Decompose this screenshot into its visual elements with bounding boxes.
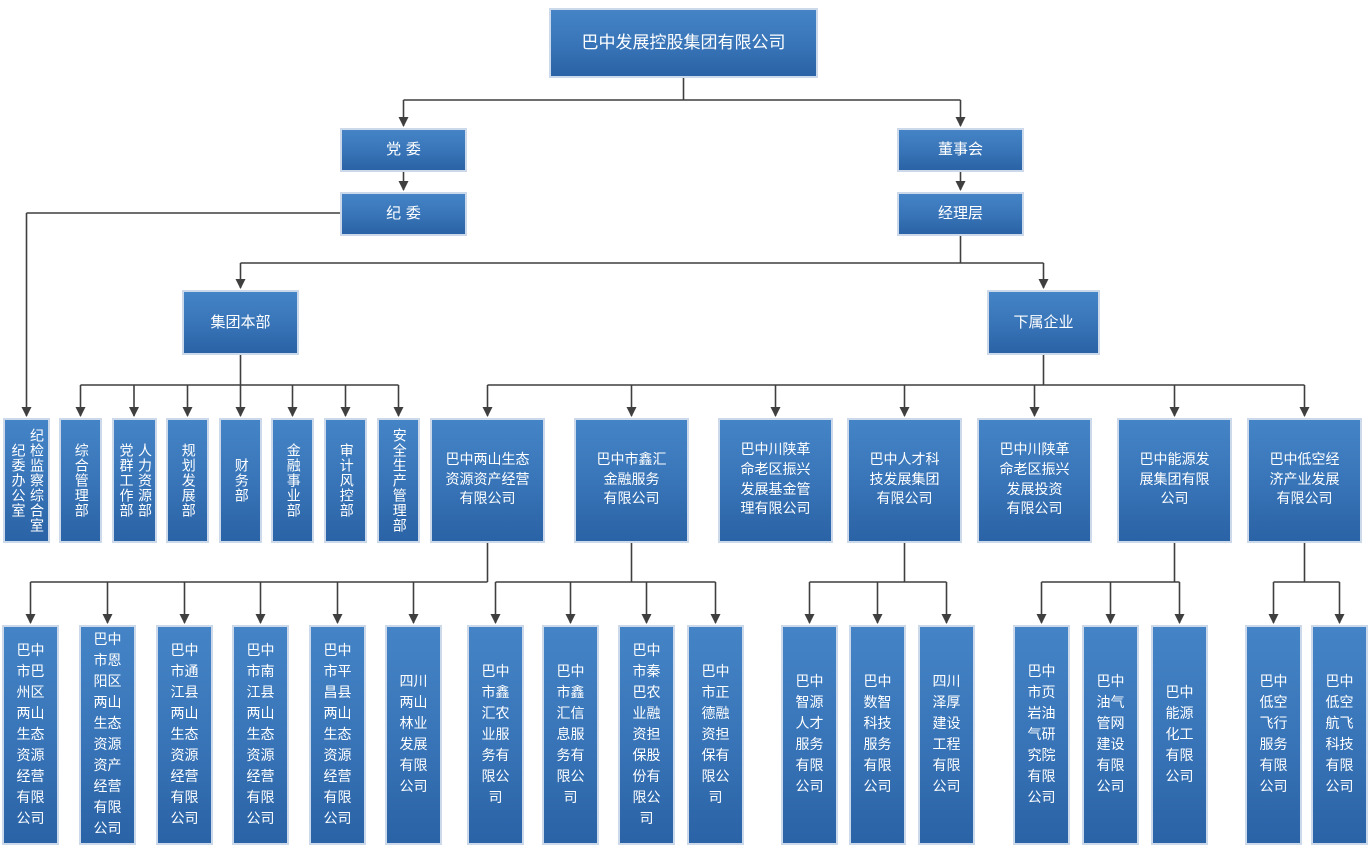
- sub-xinhui-agriculture: 巴中市鑫汇农业服务有限公司: [467, 625, 524, 845]
- sub-label: 巴中市正德融资担保有限公司: [701, 663, 730, 806]
- sub-zhiyuan-talent: 巴中智源人才服务有限公司: [781, 625, 838, 845]
- dept-hr-party-affairs: 人力资源部 党群工作部: [112, 418, 157, 543]
- sub-low-altitude-flight-services: 巴中低空飞行服务有限公司: [1245, 625, 1302, 845]
- sub-pingchang-eco: 巴中市平昌县两山生态资源经营有限公司: [309, 625, 366, 845]
- company-energy-development-group: 巴中能源发 展集团有限 公司: [1117, 418, 1232, 543]
- node-discipline-committee: 纪 委: [340, 192, 467, 236]
- discipline-label: 纪 委: [386, 204, 421, 223]
- company-talent-tech-group: 巴中人才科 技发展集团 有限公司: [847, 418, 962, 543]
- dept-safety-production: 安全生产管理部: [377, 418, 420, 543]
- dept-planning-development: 规划发展部: [166, 418, 209, 543]
- sub-label: 巴中市鑫汇信息服务有限公司: [556, 663, 585, 806]
- dept-finance: 财务部: [219, 418, 262, 543]
- sub-nanjiang-eco: 巴中市南江县两山生态资源经营有限公司: [232, 625, 289, 845]
- sub-qinba-guarantee: 巴中市秦巴农业融资担保股份有限公司: [618, 625, 675, 845]
- sub-label: 巴中市秦巴农业融资担保股份有限公司: [632, 642, 661, 827]
- sub-label: 巴中市南江县两山生态资源经营有限公司: [246, 642, 275, 827]
- company-label: 巴中人才科 技发展集团 有限公司: [869, 451, 940, 508]
- company-low-altitude-economy: 巴中低空经 济产业发展 有限公司: [1247, 418, 1362, 543]
- sub-label: 巴中智源人才服务有限公司: [795, 674, 824, 795]
- dept-label: 安全生产管理部: [390, 428, 407, 533]
- company-label: 巴中能源发 展集团有限 公司: [1139, 451, 1210, 508]
- sub-label: 巴中市平昌县两山生态资源经营有限公司: [323, 642, 352, 827]
- dept-label: 财务部: [232, 458, 249, 503]
- company-revolution-investment: 巴中川陕革 命老区振兴 发展投资 有限公司: [977, 418, 1092, 543]
- sub-pipeline-construction: 巴中油气管网建设有限公司: [1082, 625, 1139, 845]
- sub-enyang-eco: 巴中市恩阳区两山生态资源资产经营有限公司: [79, 625, 136, 845]
- sub-label: 巴中市巴州区两山生态资源经营有限公司: [16, 642, 45, 827]
- company-label: 巴中市鑫汇 金融服务 有限公司: [596, 451, 667, 508]
- sub-zhengde-guarantee: 巴中市正德融资担保有限公司: [687, 625, 744, 845]
- node-discipline-inspection-office: 纪检监察综合室 纪委办公室: [3, 418, 50, 543]
- company-revolution-fund-management: 巴中川陕革 命老区振兴 发展基金管 理有限公司: [718, 418, 833, 543]
- sub-label: 巴中市页岩油气研究院有限公司: [1027, 663, 1056, 806]
- sub-label: 四川两山林业发展有限公司: [399, 674, 428, 795]
- party-committee-label: 党 委: [386, 140, 421, 159]
- sub-sichuan-liangshan-forestry: 四川两山林业发展有限公司: [385, 625, 442, 845]
- company-label: 巴中川陕革 命老区振兴 发展基金管 理有限公司: [740, 441, 811, 518]
- sub-energy-chemical: 巴中能源化工有限公司: [1151, 625, 1208, 845]
- node-subordinate-enterprises: 下属企业: [987, 290, 1100, 355]
- subsidiaries-label: 下属企业: [1013, 312, 1074, 331]
- sub-label: 巴中市恩阳区两山生态资源资产经营有限公司: [93, 632, 122, 837]
- sub-shale-gas-research: 巴中市页岩油气研究院有限公司: [1013, 625, 1070, 845]
- sub-label: 巴中低空航飞科技有限公司: [1325, 674, 1354, 795]
- node-group-headquarters: 集团本部: [182, 290, 299, 355]
- company-label: 巴中川陕革 命老区振兴 发展投资 有限公司: [999, 441, 1070, 518]
- company-label: 巴中两山生态 资源资产经营 有限公司: [445, 451, 530, 508]
- sub-bazhou-eco: 巴中市巴州区两山生态资源经营有限公司: [2, 625, 59, 845]
- dept-label: 规划发展部: [179, 443, 196, 518]
- dept-label: 金融事业部: [284, 443, 301, 518]
- discipline-office-label: 纪检监察综合室 纪委办公室: [9, 428, 44, 533]
- dept-comprehensive-management: 综合管理部: [59, 418, 102, 543]
- company-liangshan-eco-resources: 巴中两山生态 资源资产经营 有限公司: [430, 418, 545, 543]
- dept-financial-business: 金融事业部: [271, 418, 314, 543]
- dept-label: 审计风控部: [337, 443, 354, 518]
- node-management-layer: 经理层: [897, 192, 1024, 236]
- sub-tongjiang-eco: 巴中市通江县两山生态资源经营有限公司: [156, 625, 213, 845]
- sub-label: 巴中能源化工有限公司: [1165, 684, 1194, 785]
- hq-label: 集团本部: [210, 312, 271, 331]
- dept-label: 人力资源部 党群工作部: [117, 443, 152, 518]
- sub-shuzhi-tech: 巴中数智科技服务有限公司: [849, 625, 906, 845]
- node-root-label: 巴中发展控股集团有限公司: [581, 32, 786, 53]
- sub-label: 巴中数智科技服务有限公司: [863, 674, 892, 795]
- sub-xinhui-information: 巴中市鑫汇信息服务有限公司: [542, 625, 599, 845]
- dept-label: 综合管理部: [72, 443, 89, 518]
- node-root-company: 巴中发展控股集团有限公司: [549, 8, 818, 78]
- sub-label: 巴中低空飞行服务有限公司: [1259, 674, 1288, 795]
- sub-label: 巴中市通江县两山生态资源经营有限公司: [170, 642, 199, 827]
- company-xinhui-financial-services: 巴中市鑫汇 金融服务 有限公司: [574, 418, 689, 543]
- node-board-of-directors: 董事会: [897, 128, 1024, 172]
- sub-label: 巴中油气管网建设有限公司: [1096, 674, 1125, 795]
- sub-label: 巴中市鑫汇农业服务有限公司: [481, 663, 510, 806]
- node-party-committee: 党 委: [340, 128, 467, 172]
- sub-zehou-construction: 四川泽厚建设工程有限公司: [918, 625, 975, 845]
- company-label: 巴中低空经 济产业发展 有限公司: [1269, 451, 1340, 508]
- sub-low-altitude-aviation-tech: 巴中低空航飞科技有限公司: [1311, 625, 1368, 845]
- management-label: 经理层: [937, 204, 983, 223]
- sub-label: 四川泽厚建设工程有限公司: [932, 674, 961, 795]
- board-label: 董事会: [937, 140, 983, 159]
- dept-audit-risk-control: 审计风控部: [324, 418, 367, 543]
